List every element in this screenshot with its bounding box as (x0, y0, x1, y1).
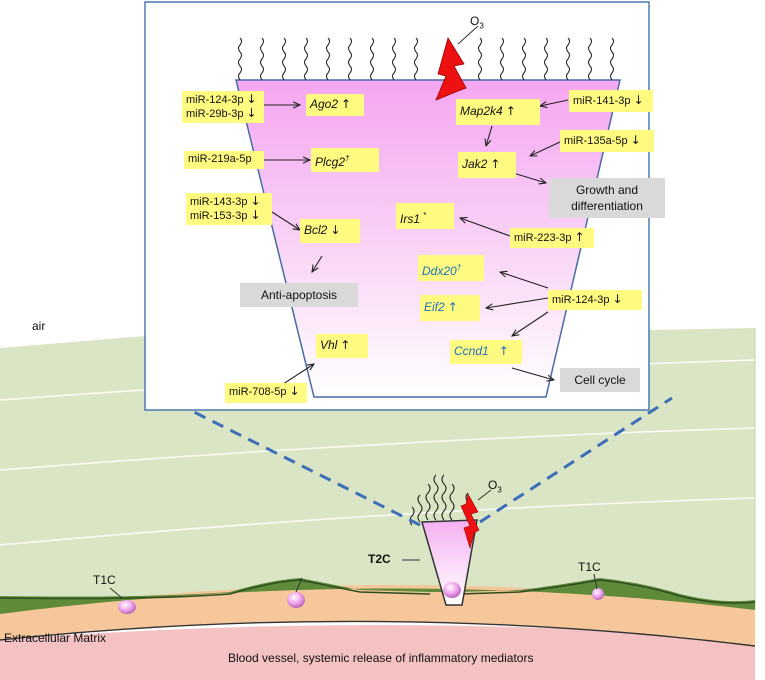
ozone-bolt-small (460, 493, 480, 550)
ecm-label: Extracellular Matrix (4, 631, 107, 645)
t2c-cell (402, 474, 492, 606)
mirna-box-mir708: miR-708-5p↓ (225, 383, 307, 403)
gene-ago2: Ago2↑ (306, 94, 364, 116)
t1c-right-label: T1C (578, 560, 601, 574)
gene-bcl2: Bcl2↓ (300, 219, 360, 243)
t1c-mid-nucleus (287, 592, 305, 608)
gene-eif2: Eif2↑ (420, 295, 480, 321)
mirna-box-mir124-mir29b: miR-124-3p↓ miR-29b-3p↓ (182, 91, 264, 123)
gene-jak2: Jak2↑ (458, 152, 516, 178)
air-label: air (32, 319, 46, 333)
mirna-box-mir223: miR-223-3p↑ (510, 228, 594, 248)
gene-plcg2: Plcg2† (311, 148, 379, 172)
outcome-differentiation-line: differentiation (571, 199, 643, 213)
microvilli (237, 37, 615, 81)
epithelial-band (0, 578, 755, 614)
outcome-growth-line: Growth and (575, 183, 639, 197)
mirna-box-mir143-mir153: miR-143-3p↓ miR-153-3p↓ (186, 193, 272, 225)
mirna-box-mir219a: miR-219a-5p (184, 151, 264, 169)
gene-ccnd1: Ccnd1↑ (450, 340, 522, 364)
mirna-label: miR-153-3p↓ (190, 208, 261, 223)
mirna-box-mir135a: miR-135a-5p↓ (560, 130, 654, 152)
gene-irs1: Irs1* (396, 203, 454, 229)
outcome-anti-apoptosis: Anti-apoptosis (240, 283, 358, 307)
t2c-label: T2C (368, 552, 391, 566)
ozone-label-bottom: O3 (488, 478, 502, 495)
blood-vessel-label: Blood vessel, systemic release of inflam… (228, 651, 534, 665)
mirna-label: miR-124-3p↓ (186, 92, 257, 107)
mirna-box-mir141: miR-141-3p↓ (569, 90, 653, 112)
ecm-band (0, 584, 755, 646)
t1c-right-nucleus (592, 588, 604, 600)
mirna-label: miR-143-3p↓ (190, 194, 261, 209)
pathway-arrows (264, 99, 569, 387)
zoom-line-right (479, 396, 673, 524)
t1c-left-label: T1C (93, 573, 116, 587)
ozone-bolt-large (435, 37, 467, 101)
t1c-left-nucleus (118, 600, 136, 614)
gene-vhl: Vhl↑ (316, 334, 368, 358)
mirna-label: miR-29b-3p↓ (186, 106, 257, 121)
outcome-cell-cycle: Cell cycle (560, 368, 640, 392)
zoom-line-left (169, 398, 421, 527)
mirna-box-mir124-right: miR-124-3p↓ (548, 290, 642, 310)
ozone-label-top: O3 (470, 14, 484, 31)
outcome-growth-differentiation: Growth and differentiation (549, 178, 665, 218)
gene-map2k4: Map2k4↑ (456, 99, 540, 125)
gene-ddx20: Ddx20† (418, 255, 484, 281)
pink-vessel-band (0, 625, 755, 680)
